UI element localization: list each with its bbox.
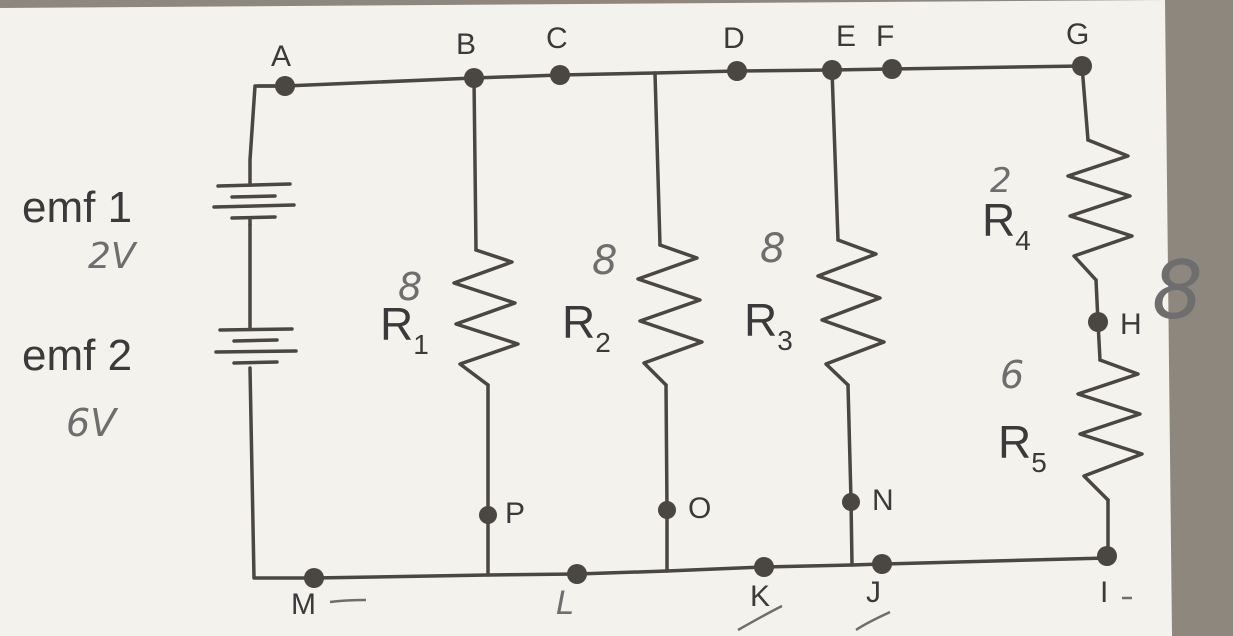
r1-label: R1 xyxy=(380,298,429,360)
node-labels: A B C D E F G H I J K M N O P L xyxy=(271,18,1142,622)
node-label-n: N xyxy=(872,484,894,517)
node-c-dot xyxy=(550,65,570,85)
resistor-r5 xyxy=(1076,358,1144,502)
node-label-j: J xyxy=(866,576,881,609)
branch-r2-top xyxy=(653,71,662,247)
r3-label: R3 xyxy=(744,294,793,356)
emf2-label: emf 2 xyxy=(22,331,132,380)
node-label-b: B xyxy=(456,28,476,61)
pencil-stroke-k xyxy=(737,604,783,632)
resistor-r1 xyxy=(452,248,520,387)
node-f-dot xyxy=(882,59,902,79)
left-wire-top xyxy=(248,84,287,187)
node-h-dot xyxy=(1088,312,1108,332)
resistor-r2 xyxy=(636,243,704,387)
node-p-dot xyxy=(479,506,497,524)
paper-sheet xyxy=(0,0,1172,636)
node-label-a: A xyxy=(271,40,291,73)
left-wire-bottom xyxy=(248,366,316,580)
node-j-dot xyxy=(872,554,892,574)
node-m-dot xyxy=(304,568,324,588)
emf2-value-note: 6V xyxy=(66,401,119,445)
node-e-dot xyxy=(822,60,842,80)
r4-label: R4 xyxy=(982,194,1031,256)
r4-value-note: 2 xyxy=(990,161,1012,201)
battery-emf2 xyxy=(214,327,298,365)
node-dots xyxy=(275,56,1117,588)
node-l-dot xyxy=(567,564,587,584)
node-k-dot xyxy=(754,557,774,577)
branch-r3-top xyxy=(830,68,840,242)
node-i-dot xyxy=(1097,546,1117,566)
branch-r2-bottom xyxy=(664,383,669,573)
node-label-c: C xyxy=(546,22,568,55)
node-label-f: F xyxy=(876,20,894,53)
node-label-i: I xyxy=(1100,576,1108,609)
branch-r1-top xyxy=(472,76,478,252)
emf1-label: emf 1 xyxy=(22,183,132,232)
node-label-e: E xyxy=(836,20,856,53)
resistor-r3 xyxy=(816,238,886,387)
pencil-stroke-m xyxy=(329,598,367,604)
node-label-k: K xyxy=(750,580,770,613)
node-label-d: D xyxy=(723,22,745,55)
battery-emf1 xyxy=(212,182,296,227)
node-label-p: P xyxy=(505,497,525,530)
r1-value-note: 8 xyxy=(398,265,422,309)
node-label-l: L xyxy=(556,584,574,622)
node-a-dot xyxy=(275,76,295,96)
node-label-g: G xyxy=(1066,18,1089,51)
r3-value-note: 8 xyxy=(760,226,785,272)
node-label-h: H xyxy=(1120,308,1142,341)
component-labels: emf 1 emf 2 R1 R2 R3 R4 R5 xyxy=(22,183,1047,478)
branch-right-top xyxy=(1080,64,1090,142)
r45-total-note: 8 xyxy=(1152,244,1203,337)
handwritten-notes: 2V 6V 8 8 8 2 6 8 xyxy=(66,161,1203,445)
node-n-dot xyxy=(842,493,860,511)
node-label-m: M xyxy=(291,588,316,621)
r5-value-note: 6 xyxy=(1000,353,1024,397)
resistor-r4 xyxy=(1066,138,1134,282)
node-g-dot xyxy=(1072,56,1092,76)
pencil-stroke-j xyxy=(855,610,891,632)
node-o-dot xyxy=(658,501,676,519)
node-d-dot xyxy=(727,61,747,81)
emf1-value-note: 2V xyxy=(88,236,138,277)
r2-value-note: 8 xyxy=(592,238,617,284)
node-b-dot xyxy=(464,68,484,88)
node-label-o: O xyxy=(688,492,711,525)
r2-label: R2 xyxy=(562,296,611,358)
r5-label: R5 xyxy=(998,416,1047,478)
